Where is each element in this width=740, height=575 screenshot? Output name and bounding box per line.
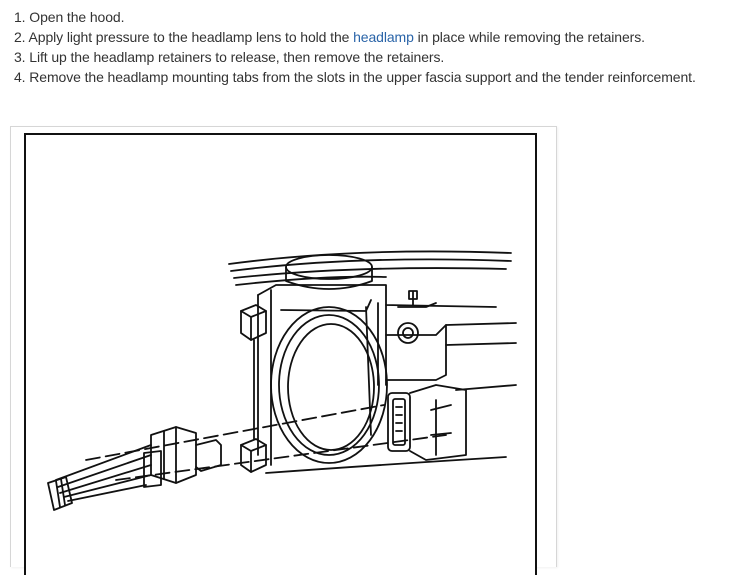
step-text: Remove the headlamp mounting tabs from t… (29, 69, 696, 85)
step-3: 3. Lift up the headlamp retainers to rel… (14, 47, 696, 67)
headlamp-diagram-illustration (47, 250, 517, 511)
step-number: 2. (14, 29, 26, 45)
step-text: Lift up the headlamp retainers to releas… (29, 49, 445, 65)
step-number: 1. (14, 9, 26, 25)
headlamp-diagram (24, 133, 537, 575)
headlamp-link[interactable]: headlamp (353, 29, 414, 45)
step-2: 2. Apply light pressure to the headlamp … (14, 27, 696, 47)
step-text: Apply light pressure to the headlamp len… (28, 29, 354, 45)
step-text-after: in place while removing the retainers. (413, 29, 645, 45)
step-1: 1. Open the hood. (14, 7, 696, 27)
step-4: 4. Remove the headlamp mounting tabs fro… (14, 67, 696, 87)
step-text: Open the hood. (29, 9, 125, 25)
step-number: 3. (14, 49, 26, 65)
instruction-steps: 1. Open the hood. 2. Apply light pressur… (14, 7, 696, 87)
figure-frame (10, 126, 557, 575)
step-number: 4. (14, 69, 26, 85)
